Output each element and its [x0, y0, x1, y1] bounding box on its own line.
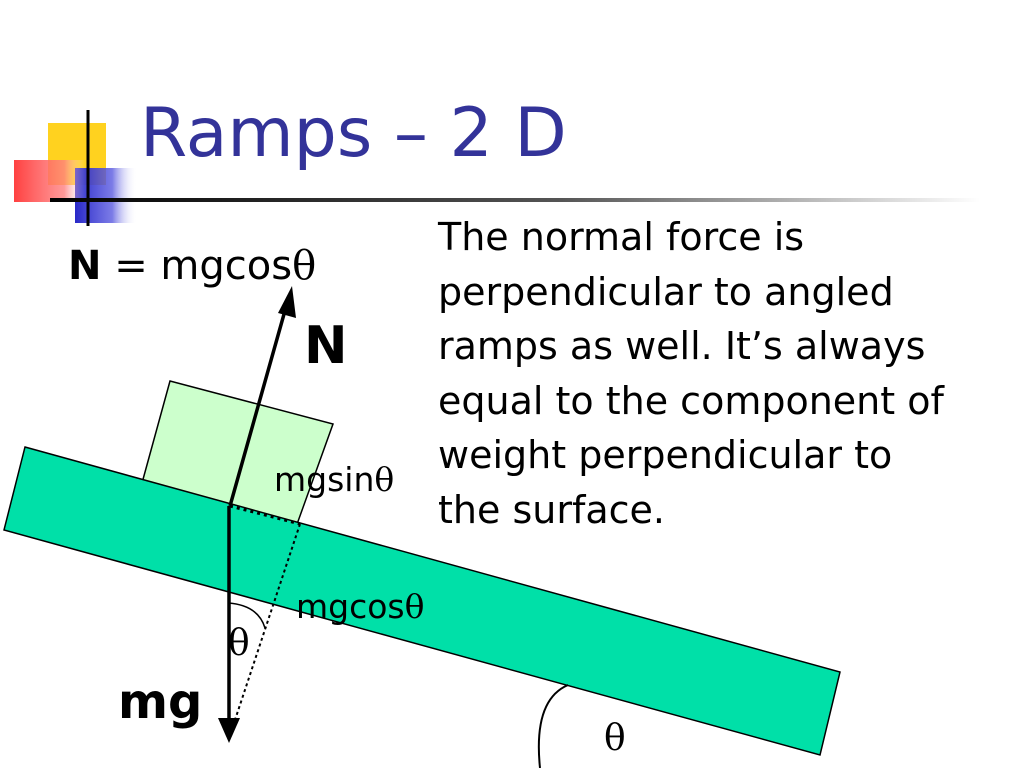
mgcos-component-line	[229, 523, 301, 736]
mgcos-text: mgcos	[296, 587, 405, 626]
body-line: equal to the component of	[438, 378, 944, 423]
normal-force-arrow	[228, 306, 288, 507]
deco-red-square	[14, 160, 86, 202]
force-angle-arc	[227, 602, 266, 629]
ramp-angle-label: θ	[604, 718, 626, 759]
mgsin-component-line	[229, 504, 301, 526]
normal-force-label: N	[304, 316, 348, 376]
equation-rest: = mgcos	[101, 243, 292, 289]
slide-title: Ramps – 2 D	[140, 94, 567, 173]
mgcos-theta: θ	[405, 587, 425, 626]
weight-label: mg	[118, 674, 202, 730]
body-paragraph: The normal force is perpendicular to ang…	[438, 210, 1013, 537]
body-line: ramps as well. It’s always	[438, 324, 926, 368]
body-line: perpendicular to angled	[438, 269, 894, 314]
equation-label: N = mgcosθ	[68, 243, 316, 289]
mgcos-label: mgcosθ	[296, 587, 425, 626]
mgsin-text: mgsin	[274, 460, 374, 499]
body-line: The normal force is	[438, 215, 805, 259]
title-underline	[50, 198, 980, 202]
ramp-angle-arc	[537, 684, 569, 768]
ramp	[3, 446, 841, 756]
mgsin-label: mgsinθ	[274, 460, 394, 499]
equation-theta: θ	[292, 243, 316, 289]
force-angle-label: θ	[228, 623, 250, 664]
normal-force-arrowhead	[278, 286, 296, 318]
equation-bold-part: N	[68, 243, 101, 289]
weight-arrowhead	[218, 718, 240, 743]
mgsin-theta: θ	[374, 460, 394, 499]
body-line: weight perpendicular to	[438, 433, 893, 477]
body-line: the surface.	[438, 487, 665, 532]
